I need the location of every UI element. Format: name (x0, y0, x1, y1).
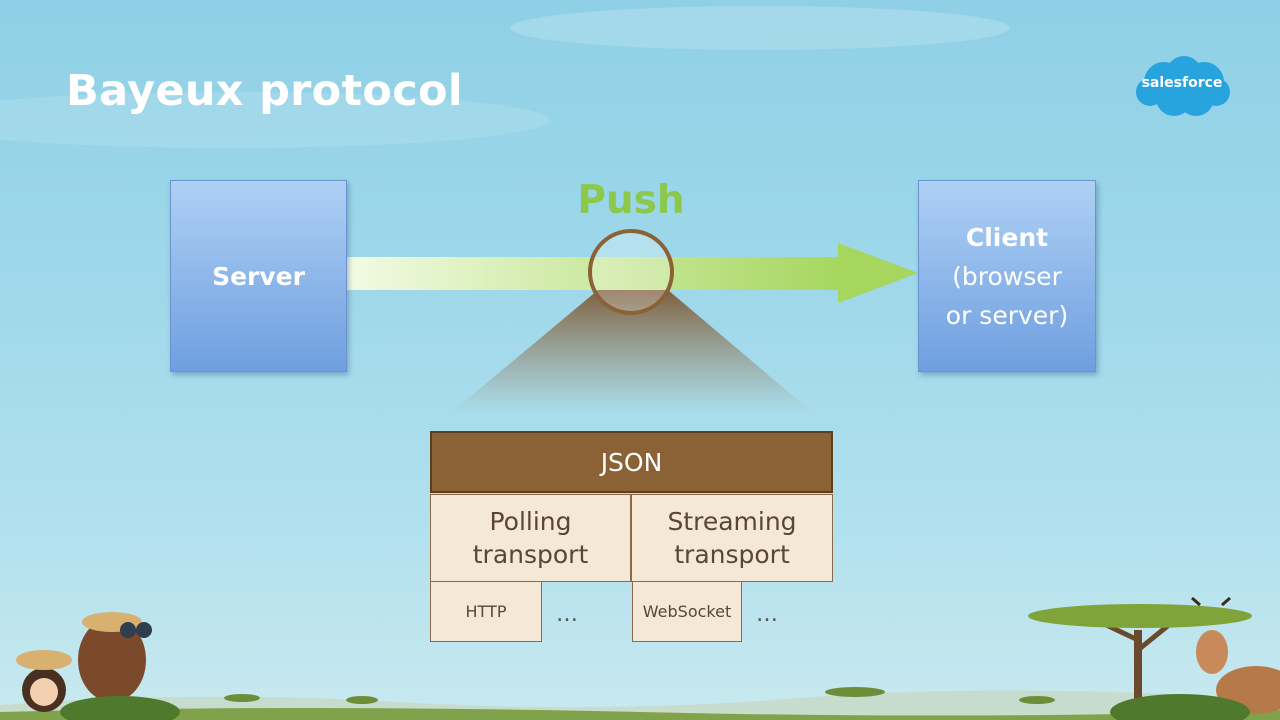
streaming-more-ellipsis: … (756, 602, 778, 627)
polling-transport-cell: Polling transport (430, 494, 631, 582)
client-box: Client (browser or server) (918, 180, 1096, 372)
cloud-shape (0, 92, 550, 148)
polling-more-ellipsis: … (556, 602, 578, 627)
polling-transport-line2: transport (472, 540, 589, 569)
server-box: Server (170, 180, 347, 372)
bush-shape (1110, 694, 1250, 720)
http-cell: HTTP (430, 581, 542, 642)
streaming-transport-cell: Streaming transport (631, 494, 833, 582)
push-label: Push (577, 178, 685, 223)
zoom-cone-shape (452, 290, 812, 412)
push-arrow-shaft (345, 257, 843, 290)
websocket-cell: WebSocket (632, 581, 742, 642)
push-arrow-head (838, 243, 918, 303)
acacia-tree-icon (1028, 604, 1252, 700)
polling-transport-line1: Polling (489, 507, 572, 536)
bush-shape (60, 696, 180, 720)
http-label: HTTP (465, 602, 507, 621)
json-layer: JSON (430, 431, 833, 493)
streaming-transport-line2: transport (674, 540, 790, 569)
server-label: Server (212, 261, 305, 291)
client-sublabel-1: (browser (952, 261, 1062, 291)
websocket-label: WebSocket (642, 602, 732, 621)
json-label: JSON (600, 447, 663, 477)
mascot-bear-icon (78, 612, 152, 702)
grass-shape (0, 708, 1280, 720)
client-sublabel-2: or server) (945, 300, 1069, 330)
client-label: Client (965, 222, 1049, 252)
small-tree-icon (224, 687, 1055, 704)
page-title: Bayeux protocol (66, 66, 463, 116)
streaming-transport-line1: Streaming (667, 507, 797, 536)
zoom-circle-icon (588, 229, 674, 315)
mascot-explorer-icon (16, 650, 72, 712)
salesforce-logo-text: salesforce (1141, 75, 1223, 91)
cloud-shape (510, 6, 1010, 50)
salesforce-logo-icon (1136, 56, 1230, 116)
